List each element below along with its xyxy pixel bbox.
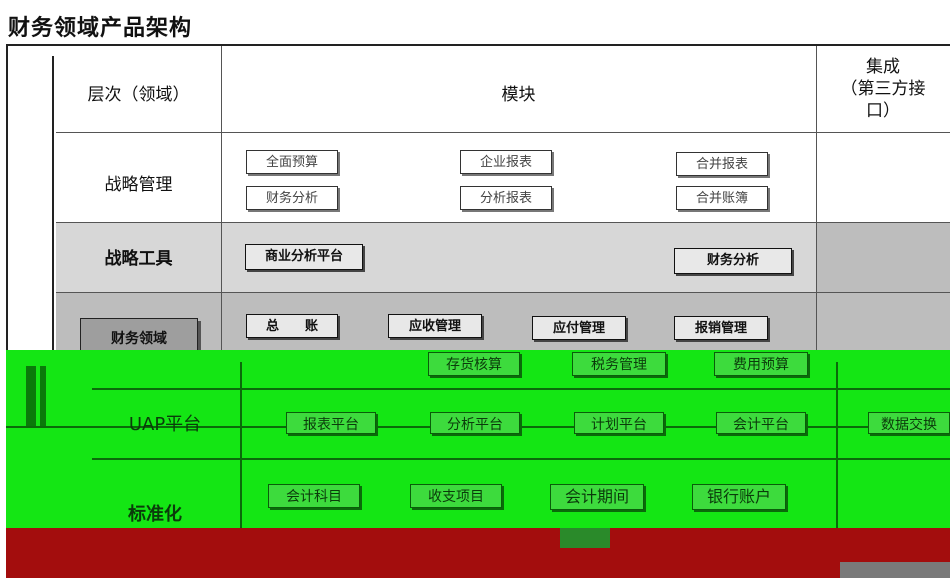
grid-line — [836, 362, 838, 530]
header-integration: 集成 （第三方接 口） — [840, 57, 926, 121]
green-band-edge — [26, 366, 36, 428]
module-report-platform: 报表平台 — [286, 412, 376, 434]
row-label-uap-platform: UAP平台 — [128, 414, 202, 435]
row-label-strategic-tools: 战略工具 — [104, 249, 173, 269]
module-revenue-expense-items: 收支项目 — [410, 484, 502, 508]
header-modules: 模块 — [501, 85, 536, 105]
module-general-ledger: 总 账 — [246, 314, 338, 338]
module-receivables: 应收管理 — [388, 314, 482, 338]
module-accounting-platform: 会计平台 — [716, 412, 806, 434]
module-business-analysis-platform: 商业分析平台 — [245, 244, 363, 270]
module-expense-claims: 报销管理 — [674, 316, 768, 340]
row-label-standardization: 标准化 — [128, 504, 182, 525]
module-consolidated-report: 合并报表 — [676, 152, 768, 176]
grid-line — [92, 458, 950, 460]
module-tax-management: 税务管理 — [572, 352, 666, 376]
module-data-exchange: 数据交换 — [868, 412, 950, 434]
module-budget: 全面预算 — [246, 150, 338, 174]
module-enterprise-report: 企业报表 — [460, 150, 552, 174]
module-consolidated-ledger: 合并账簿 — [676, 186, 768, 210]
red-band — [6, 528, 950, 578]
module-accounting-period: 会计期间 — [550, 484, 644, 510]
grid-line — [221, 46, 222, 364]
diagram-frame — [6, 44, 950, 578]
grid-line — [816, 46, 817, 364]
grid-line — [56, 222, 950, 223]
left-margin-column — [8, 56, 54, 366]
module-accounting-subjects: 会计科目 — [268, 484, 360, 508]
module-inventory-accounting: 存货核算 — [428, 352, 520, 376]
row-label-strategic-management: 战略管理 — [104, 175, 173, 195]
green-band-edge — [40, 366, 46, 428]
module-planning-platform: 计划平台 — [574, 412, 664, 434]
module-analysis-platform: 分析平台 — [430, 412, 520, 434]
module-bank-account: 银行账户 — [692, 484, 786, 510]
grid-line — [240, 362, 242, 530]
grid-line — [92, 388, 950, 390]
grid-line — [56, 132, 950, 133]
module-finance-analysis-tool: 财务分析 — [674, 248, 792, 274]
header-layer: 层次（领域） — [87, 85, 190, 105]
diagram-title: 财务领域产品架构 — [8, 16, 193, 41]
artifact-block — [560, 528, 610, 548]
module-financial-analysis: 财务分析 — [246, 186, 338, 210]
module-analysis-report: 分析报表 — [460, 186, 552, 210]
grid-line — [56, 292, 950, 293]
module-payables: 应付管理 — [532, 316, 626, 340]
module-expense-budget: 费用预算 — [714, 352, 808, 376]
artifact-block — [840, 562, 950, 578]
